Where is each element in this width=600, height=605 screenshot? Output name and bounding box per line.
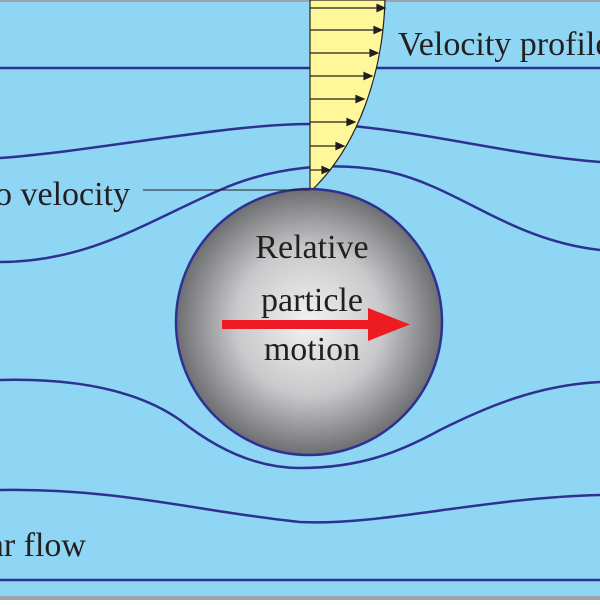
- streamline-5: [0, 488, 600, 524]
- arrow-right-icon: [346, 117, 357, 127]
- arrow-right-icon: [335, 141, 346, 151]
- arrow-right-icon: [321, 165, 332, 175]
- arrow-right-icon: [363, 71, 374, 81]
- arrow-right-icon: [373, 25, 384, 35]
- arrow-right-icon: [369, 48, 380, 58]
- streamline-3: [0, 165, 600, 264]
- motion-arrow-icon: [222, 308, 410, 341]
- particle-label-line3: motion: [264, 331, 360, 368]
- arrow-right-icon: [376, 3, 387, 13]
- particle-label-line2: particle: [261, 282, 363, 319]
- velocity-profile-shape: [309, 0, 386, 194]
- motion-arrow-head: [368, 308, 410, 341]
- velocity-profile-label: Velocity profile: [398, 26, 600, 63]
- motion-arrow-shaft: [222, 320, 372, 329]
- surface-velocity-label: Zero velocity: [0, 176, 130, 213]
- flow-type-label: Laminar flow: [0, 527, 86, 564]
- particle-label-line1: Relative: [255, 229, 368, 266]
- velocity-profile: [309, 0, 387, 194]
- velocity-profile-arrows: [310, 3, 387, 175]
- streamline-4: [0, 378, 600, 470]
- arrow-right-icon: [355, 94, 366, 104]
